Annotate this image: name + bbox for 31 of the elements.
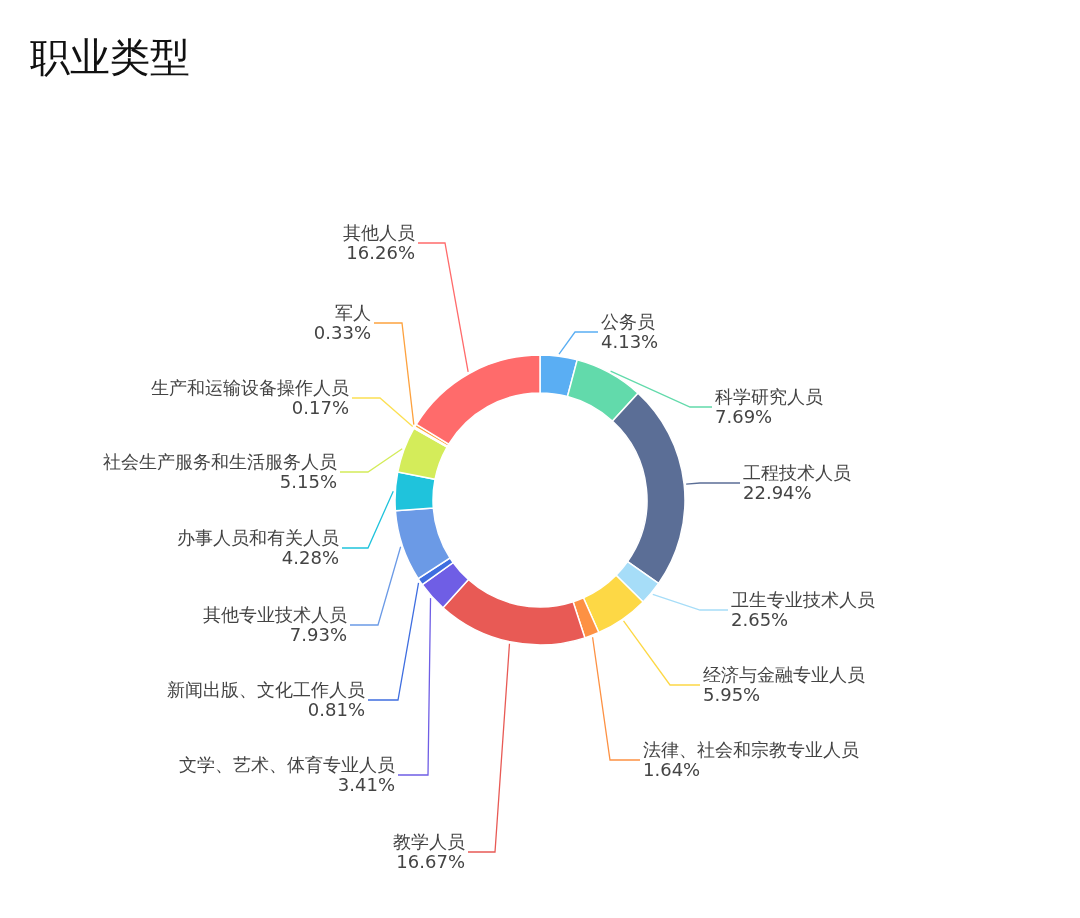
category-label: 新闻出版、文化工作人员 (167, 680, 365, 700)
category-label: 经济与金融专业人员 (703, 665, 865, 685)
value-label: 16.26% (345, 243, 415, 263)
category-label: 卫生专业技术人员 (731, 590, 875, 610)
value-label: 7.69% (715, 407, 774, 427)
value-label: 7.93% (288, 625, 347, 645)
category-label: 其他人员 (343, 223, 415, 243)
category-label: 工程技术人员 (743, 463, 851, 483)
value-label: 3.41% (336, 775, 395, 795)
category-label: 生产和运输设备操作人员 (151, 378, 349, 398)
category-label: 其他专业技术人员 (203, 605, 347, 625)
value-label: 4.13% (601, 332, 659, 352)
category-label: 军人 (334, 303, 371, 323)
category-label: 文学、艺术、体育专业人员 (179, 755, 395, 775)
value-label: 5.15% (278, 472, 337, 492)
category-label: 办事人员和有关人员 (177, 528, 339, 548)
value-label: 22.94% (743, 483, 813, 503)
value-label: 4.28% (280, 548, 339, 568)
value-label: 0.17% (290, 398, 349, 418)
value-label: 16.67% (395, 852, 465, 872)
category-label: 法律、社会和宗教专业人员 (643, 740, 859, 760)
value-label: 1.64% (643, 760, 702, 780)
chart-title: 职业类型 (30, 33, 190, 82)
category-label: 社会生产服务和生活服务人员 (103, 452, 337, 472)
value-label: 2.65% (731, 610, 790, 630)
category-label: 公务员 (601, 312, 656, 332)
category-label: 科学研究人员 (715, 387, 823, 407)
category-label: 教学人员 (393, 832, 465, 852)
value-label: 0.33% (313, 323, 371, 343)
value-label: 5.95% (703, 685, 762, 705)
value-label: 0.81% (306, 700, 365, 720)
